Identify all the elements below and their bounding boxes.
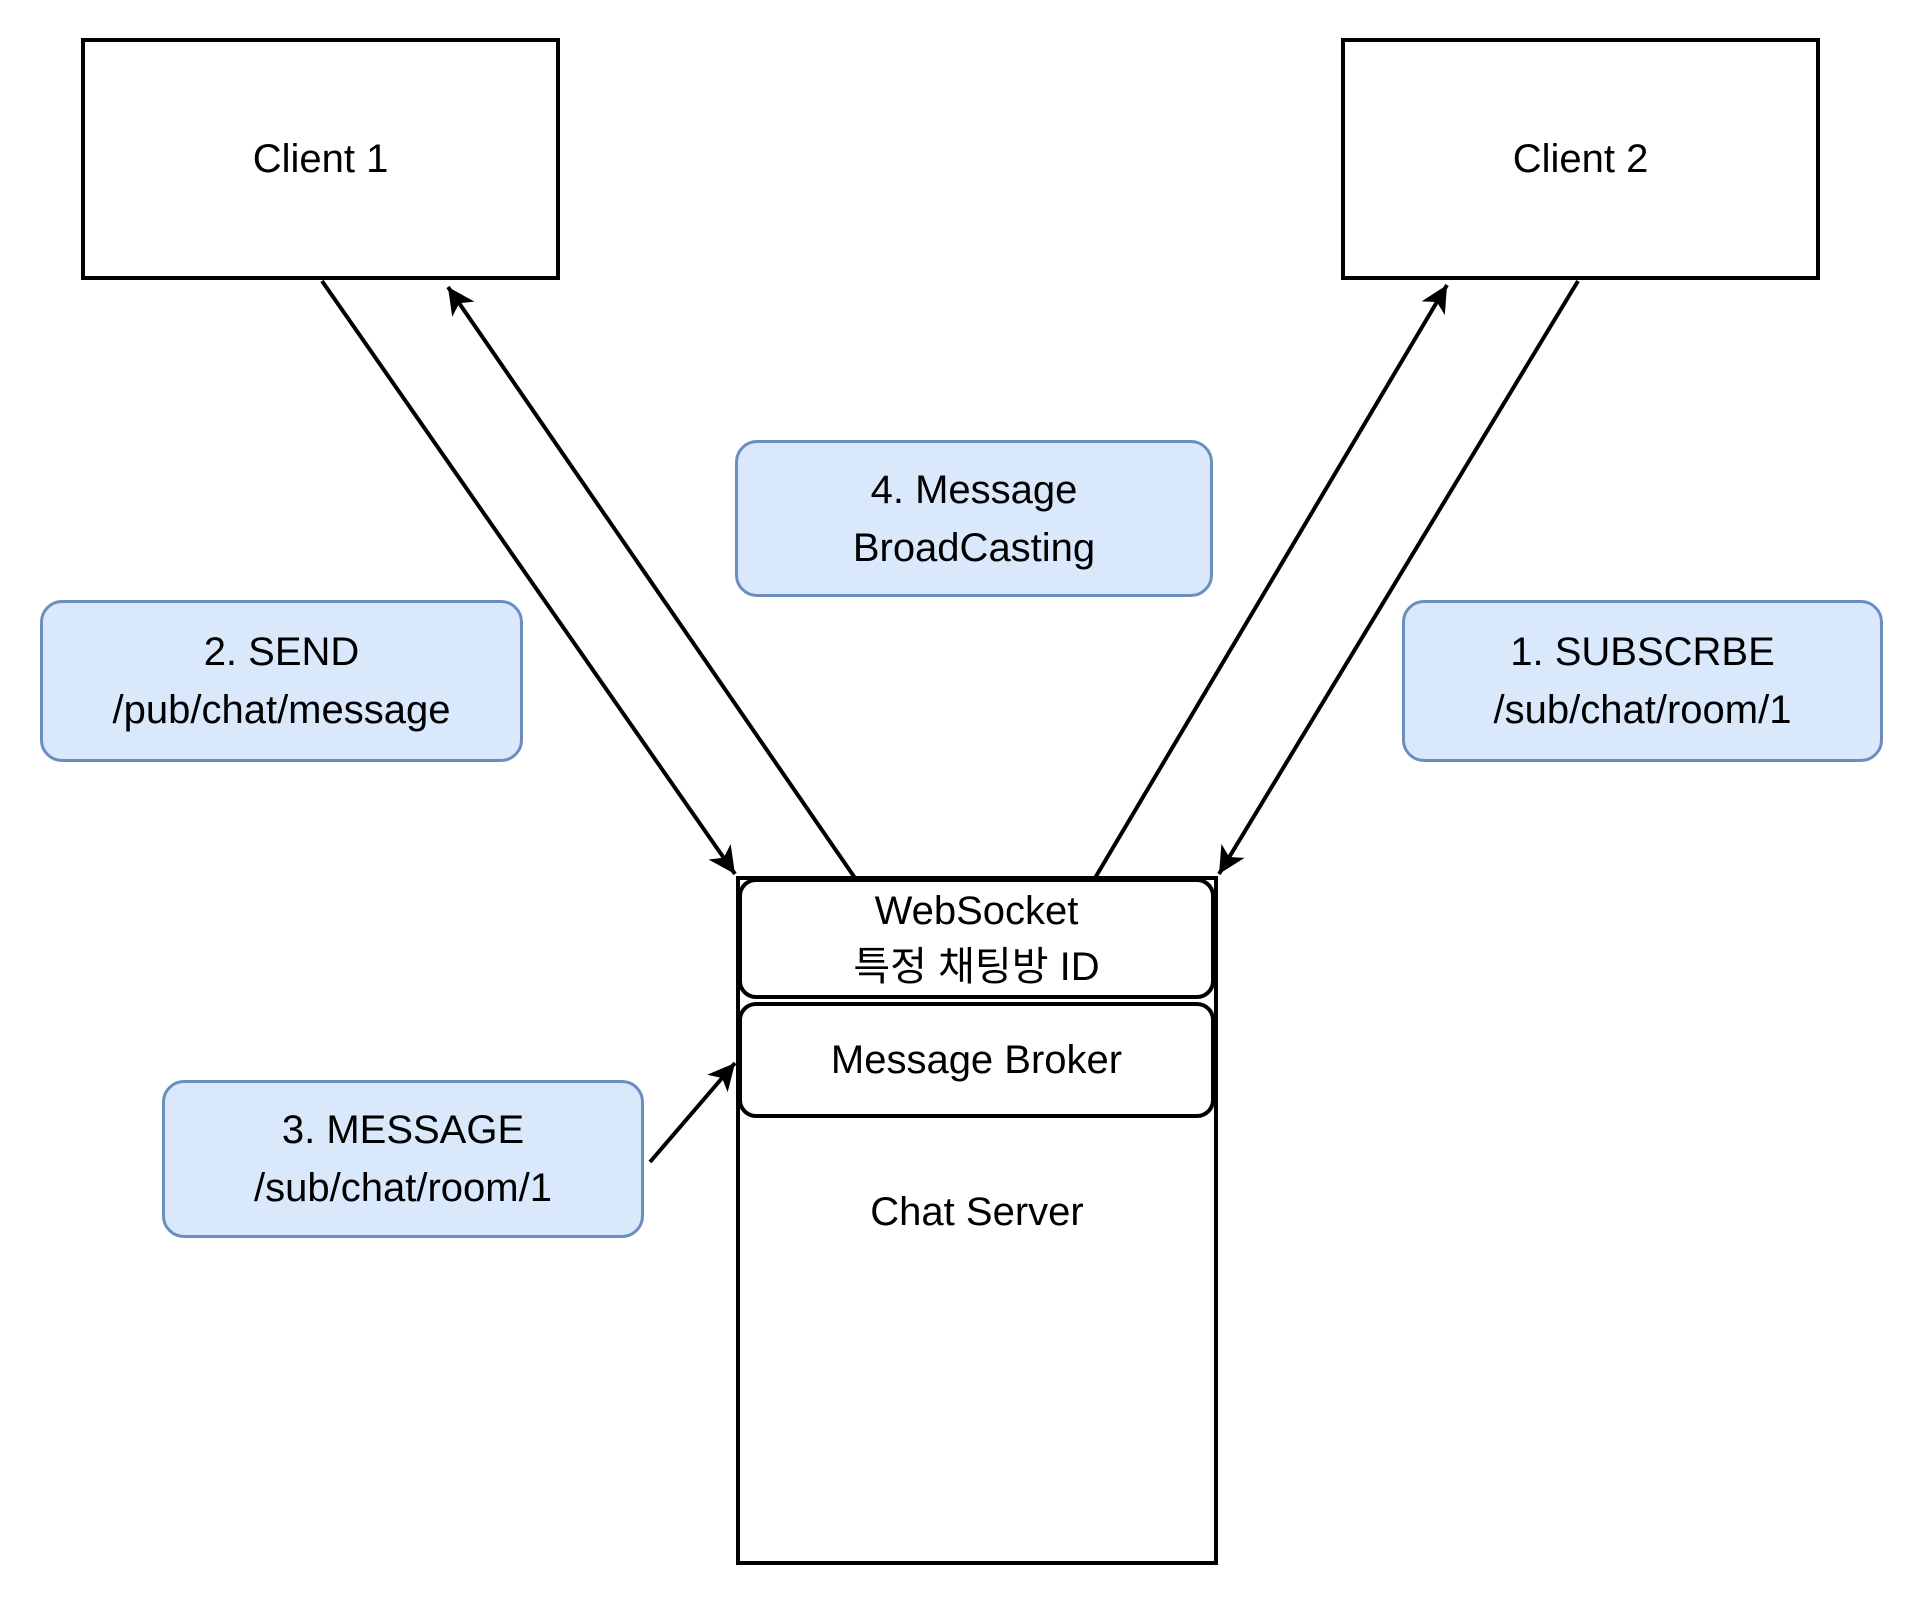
step-send-label: 2. SEND /pub/chat/message: [40, 600, 523, 762]
step-send-line2: /pub/chat/message: [112, 688, 451, 732]
step-send-line1: 2. SEND: [203, 630, 360, 674]
client1-label: Client 1: [252, 137, 389, 181]
websocket-box: WebSocket 특정 채팅방 ID: [738, 878, 1215, 999]
websocket-label-line1: WebSocket: [874, 888, 1079, 933]
arrow-send-client1-to-server: [320, 279, 737, 876]
message-broker-label: Message Broker: [830, 1038, 1123, 1082]
step-message-label: 3. MESSAGE /sub/chat/room/1: [162, 1080, 644, 1238]
step-subscribe-label: 1. SUBSCRBE /sub/chat/room/1: [1402, 600, 1883, 762]
client2-box: Client 2: [1341, 38, 1820, 280]
step-broadcast-line2: BroadCasting: [852, 525, 1096, 570]
arrow-subscribe-client2-to-server: [1217, 279, 1580, 876]
step-subscribe-line2: /sub/chat/room/1: [1493, 688, 1792, 732]
arrow-message-to-broker: [648, 1061, 737, 1164]
websocket-label-line2: 특정 채팅방 ID: [853, 944, 1100, 989]
client2-label: Client 2: [1512, 137, 1649, 181]
client1-box: Client 1: [81, 38, 560, 280]
chat-server-title: Chat Server: [870, 1190, 1084, 1234]
step-broadcast-label: 4. Message BroadCasting: [735, 440, 1213, 597]
step-message-line2: /sub/chat/room/1: [254, 1166, 552, 1210]
step-broadcast-line1: 4. Message: [870, 467, 1078, 512]
step-message-line1: 3. MESSAGE: [281, 1108, 525, 1152]
step-subscribe-line1: 1. SUBSCRBE: [1510, 630, 1775, 674]
message-broker-box: Message Broker: [738, 1002, 1215, 1118]
